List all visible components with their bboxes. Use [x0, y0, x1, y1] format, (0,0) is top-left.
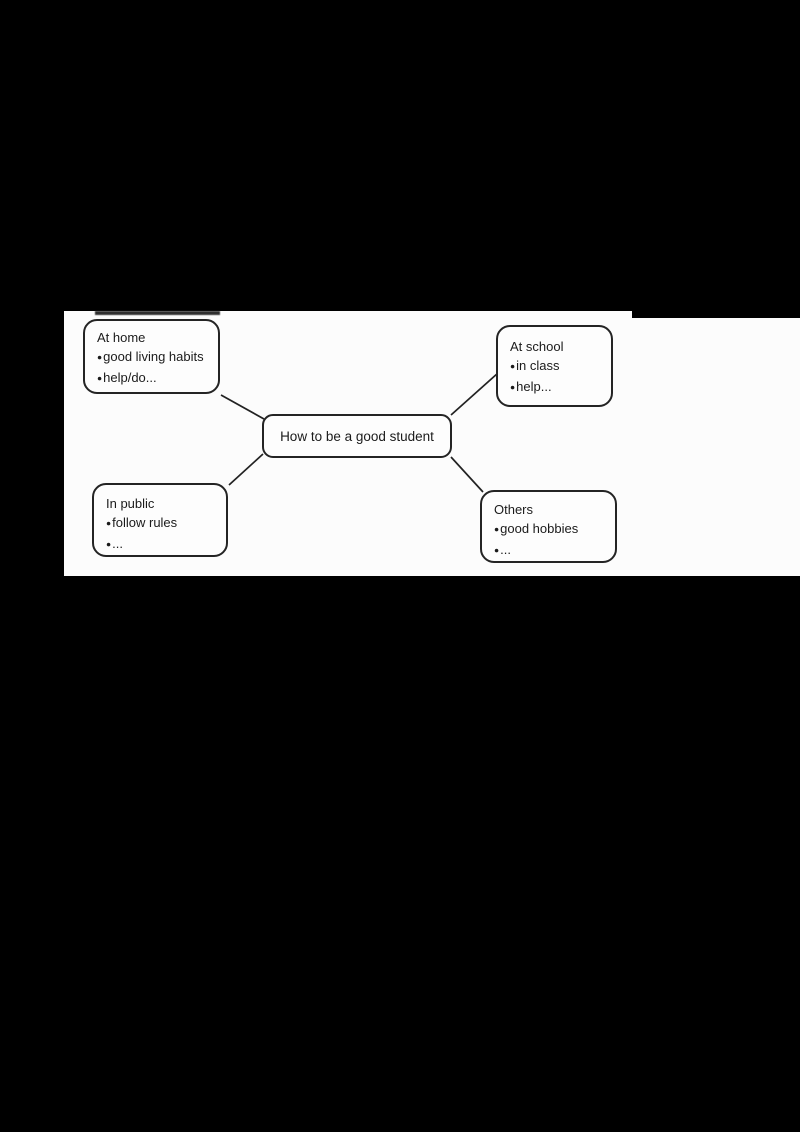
connector-home-center — [220, 394, 265, 420]
bullet-text: good living habits — [103, 349, 204, 364]
bullet-line: ●help/do... — [97, 368, 210, 389]
bullet-text: in class — [516, 358, 560, 373]
bullet-line: ●good living habits — [97, 347, 210, 368]
center-topic-label: How to be a good student — [280, 428, 434, 444]
bullet-text: good hobbies — [500, 521, 579, 536]
node-at-home: At home ●good living habits ●help/do... — [83, 319, 220, 394]
bullet-line: ●follow rules — [106, 513, 218, 534]
node-at-school: At school ●in class ●help... — [496, 325, 613, 407]
node-others-title: Others — [494, 502, 534, 517]
bullet-line: ●good hobbies — [494, 519, 607, 540]
bullet-text: follow rules — [112, 515, 178, 530]
bullet-icon: ● — [510, 382, 516, 392]
node-in-public-title: In public — [106, 496, 155, 511]
bullet-icon: ● — [106, 539, 112, 549]
scan-artifact — [95, 311, 220, 315]
node-at-school-title: At school — [510, 339, 564, 354]
bullet-icon: ● — [494, 524, 500, 534]
bullet-line: ●in class — [510, 356, 603, 377]
node-others: Others ●good hobbies ●... — [480, 490, 617, 563]
bullet-text: ... — [500, 542, 511, 557]
connector-center-others — [450, 456, 484, 493]
bullet-icon: ● — [510, 361, 516, 371]
bullet-icon: ● — [494, 545, 500, 555]
connector-center-public — [228, 453, 264, 486]
bullet-text: ... — [112, 536, 123, 551]
bullet-line: ●... — [106, 534, 218, 555]
bullet-icon: ● — [106, 518, 112, 528]
bullet-text: help/do... — [103, 370, 157, 385]
node-in-public: In public ●follow rules ●... — [92, 483, 228, 557]
node-center-topic: How to be a good student — [262, 414, 452, 458]
connector-lines — [220, 372, 499, 493]
node-at-home-title: At home — [97, 330, 146, 345]
bullet-line: ●help... — [510, 377, 603, 398]
bullet-line: ●... — [494, 540, 607, 561]
bullet-text: help... — [516, 379, 552, 394]
bullet-icon: ● — [97, 373, 103, 383]
black-step-notch — [632, 311, 800, 318]
scan-panel: At home ●good living habits ●help/do... … — [64, 311, 800, 576]
connector-center-school — [450, 372, 499, 416]
bullet-icon: ● — [97, 352, 103, 362]
